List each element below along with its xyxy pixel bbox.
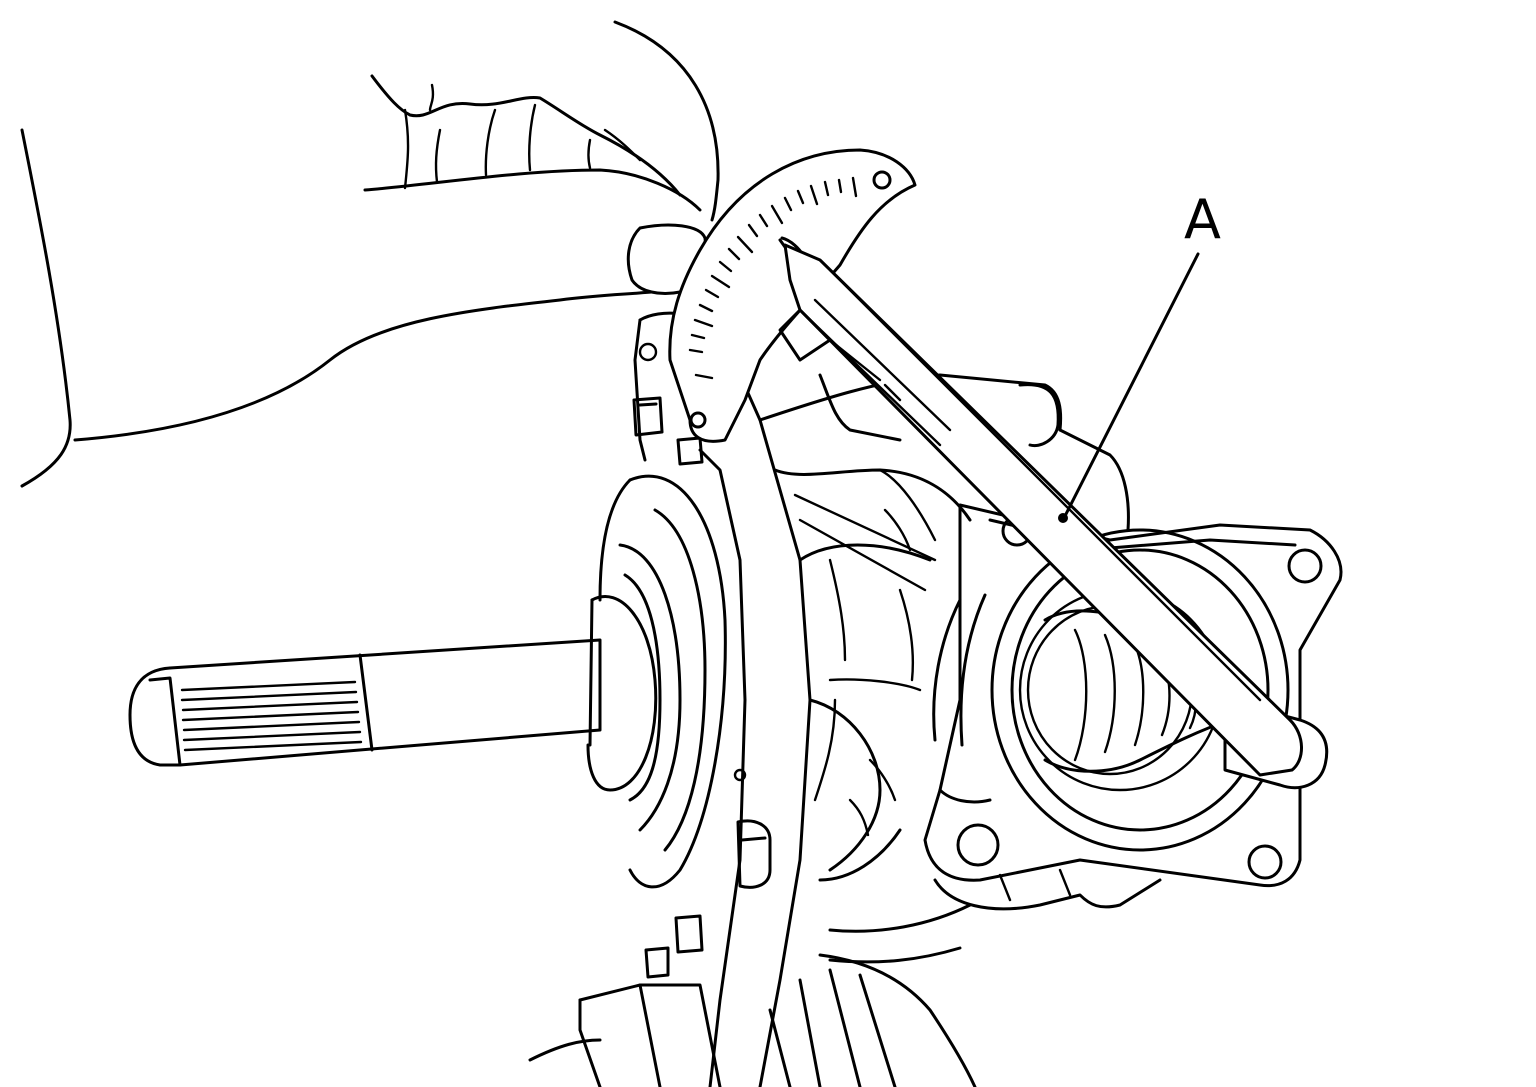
callout-label-a: A <box>1184 188 1221 251</box>
technician-hand <box>20 20 720 488</box>
output-flange <box>923 503 1343 888</box>
left-bearing-flange <box>598 342 772 979</box>
callout-leader-line <box>1062 252 1200 520</box>
splined-shaft <box>128 595 658 792</box>
lower-housing <box>528 868 1162 1087</box>
callout-dot <box>1058 513 1068 523</box>
angle-gauge-tool <box>668 148 1303 777</box>
gauge-scale-ticks <box>688 176 858 380</box>
callout-a: A <box>1058 188 1221 523</box>
